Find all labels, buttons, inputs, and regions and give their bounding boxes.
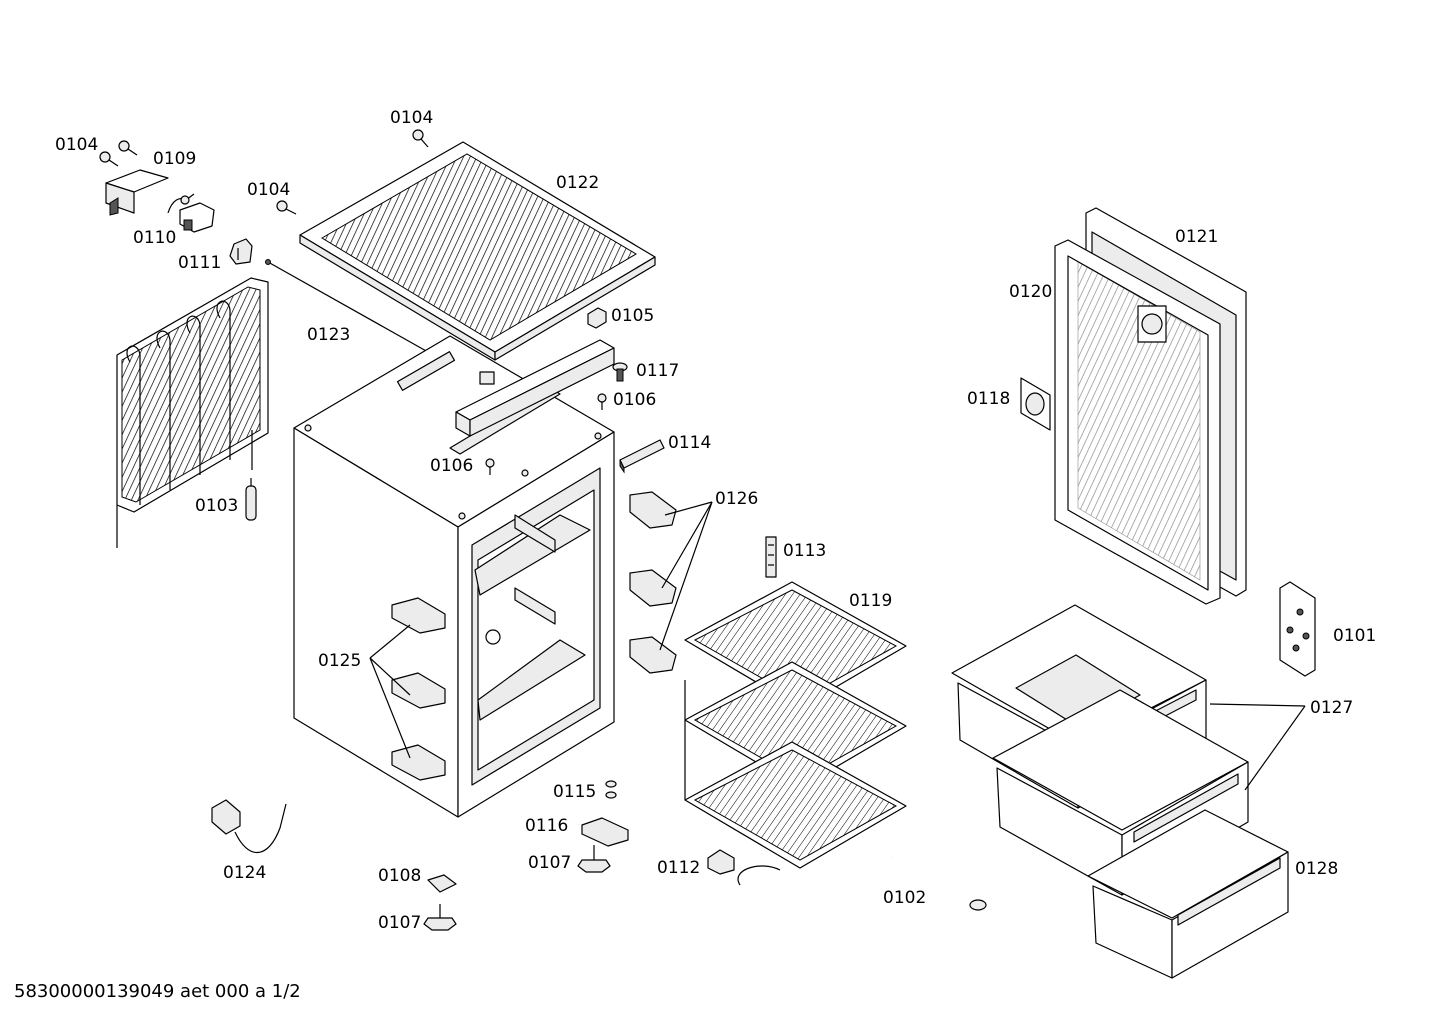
label-0112: 0112 xyxy=(657,858,700,878)
pin-0117 xyxy=(612,362,628,382)
label-0103: 0103 xyxy=(195,496,238,516)
label-0104-top: 0104 xyxy=(390,108,433,128)
label-0118: 0118 xyxy=(967,389,1010,409)
top-cover-0122 xyxy=(299,141,656,361)
label-0101: 0101 xyxy=(1333,626,1376,646)
screw-0104-left-lower xyxy=(99,151,119,167)
label-0106-lower: 0106 xyxy=(430,456,473,476)
label-0110: 0110 xyxy=(133,228,176,248)
gasket-0120 xyxy=(1054,239,1221,605)
label-0120: 0120 xyxy=(1009,282,1052,302)
label-0114: 0114 xyxy=(668,433,711,453)
leader-0126 xyxy=(659,501,713,651)
label-0115: 0115 xyxy=(553,782,596,802)
screw-0106-upper xyxy=(597,393,607,410)
power-cable-0124 xyxy=(211,799,287,854)
label-0119: 0119 xyxy=(849,591,892,611)
label-0107-lower: 0107 xyxy=(378,913,421,933)
label-0102: 0102 xyxy=(883,888,926,908)
leader-0127 xyxy=(1209,703,1306,791)
label-0108: 0108 xyxy=(378,866,421,886)
seal-0118 xyxy=(1020,377,1051,431)
foot-0107-upper xyxy=(577,845,611,873)
part-0108 xyxy=(427,874,457,893)
cap-0105 xyxy=(587,307,607,329)
tube-0102 xyxy=(891,854,987,911)
condenser-0103 xyxy=(116,277,269,548)
label-0106-upper: 0106 xyxy=(613,390,656,410)
part-0113 xyxy=(765,536,777,578)
part-0101 xyxy=(1279,581,1316,677)
wire-shelf-0119 xyxy=(684,581,907,886)
label-0126: 0126 xyxy=(715,489,758,509)
label-0127: 0127 xyxy=(1310,698,1353,718)
cabinet-body xyxy=(293,335,615,818)
label-0107-upper: 0107 xyxy=(528,853,571,873)
part-0114 xyxy=(619,439,665,474)
shelf-support-0125 xyxy=(391,597,446,781)
label-0113: 0113 xyxy=(783,541,826,561)
clip-0111 xyxy=(229,238,253,265)
label-0125: 0125 xyxy=(318,651,361,671)
label-0117: 0117 xyxy=(636,361,679,381)
screw-0104-top-center xyxy=(412,129,429,148)
part-0115 xyxy=(605,780,617,799)
screw-0106-lower xyxy=(485,458,495,475)
rod-0123 xyxy=(265,259,429,353)
label-0121: 0121 xyxy=(1175,227,1218,247)
label-0105: 0105 xyxy=(611,306,654,326)
drier-0103 xyxy=(245,478,257,521)
drawer-0128 xyxy=(1087,809,1289,979)
label-0109: 0109 xyxy=(153,149,196,169)
screw-0104-left-upper xyxy=(118,140,138,156)
relay-cover-0109 xyxy=(105,169,169,216)
label-0122: 0122 xyxy=(556,173,599,193)
label-0104-left: 0104 xyxy=(55,135,98,155)
label-0123: 0123 xyxy=(307,325,350,345)
shelf-support-0126 xyxy=(629,491,677,674)
relay-0110 xyxy=(167,193,215,233)
label-0104-mid: 0104 xyxy=(247,180,290,200)
screw-0104-mid xyxy=(276,200,297,215)
label-0124: 0124 xyxy=(223,863,266,883)
callout-labels: 0104 0109 0104 0104 0110 0111 0122 0123 … xyxy=(55,108,1376,933)
hinge-bracket xyxy=(455,339,615,437)
leader-0125 xyxy=(369,624,411,759)
label-0116: 0116 xyxy=(525,816,568,836)
part-0112 xyxy=(707,849,735,875)
label-0128: 0128 xyxy=(1295,859,1338,879)
label-0111: 0111 xyxy=(178,253,221,273)
foot-0107-lower xyxy=(423,904,457,931)
document-id: 58300000139049 aet 000 a 1/2 xyxy=(14,981,301,1002)
bracket-0116 xyxy=(581,817,629,847)
